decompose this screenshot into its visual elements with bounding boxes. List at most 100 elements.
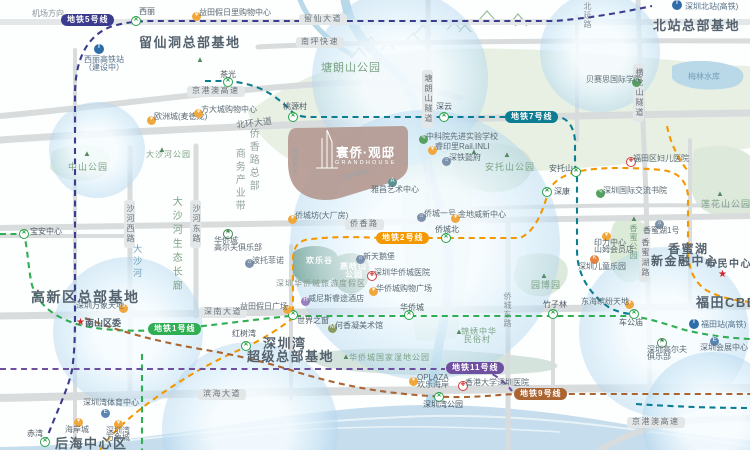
metro-station-icon: ✕ bbox=[19, 229, 29, 239]
poi-icon-res: ⌂ bbox=[417, 213, 426, 222]
poi-label: 印力中心 bbox=[594, 238, 626, 247]
vertical-text-label: 北延路 bbox=[582, 2, 592, 29]
vertical-text-label: 大沙河生态长廊 bbox=[170, 196, 182, 294]
poi-icon-shop: ¥ bbox=[114, 420, 123, 429]
region-label: 香蜜湖 bbox=[668, 242, 709, 256]
park-label: 大沙河公园 bbox=[146, 150, 191, 159]
poi-label: 高尔夫俱乐部 bbox=[214, 243, 262, 252]
tree-icon: ▲ bbox=[455, 327, 463, 336]
poi-label: 益田假日广场 bbox=[240, 302, 288, 311]
poi-label: 新天鹅堡 bbox=[363, 252, 395, 261]
metro-station-label: 侨城北 bbox=[435, 225, 459, 234]
star-icon: ★ bbox=[76, 317, 85, 328]
tree-icon: ▲ bbox=[630, 214, 638, 223]
metro-line-coastal-stub bbox=[635, 402, 750, 410]
road-label: 滨海大道 bbox=[198, 389, 246, 400]
park-label: 深圳华侨城旅游度假区 bbox=[276, 279, 366, 288]
water-label: 梅林水库 bbox=[688, 72, 720, 81]
poi-icon-school: ✎ bbox=[596, 189, 605, 198]
metro-line-7 bbox=[205, 79, 635, 316]
poi-label: 深圳万象天地 bbox=[76, 301, 124, 310]
poi-icon-hosp: ✚ bbox=[367, 271, 377, 281]
metro-station-icon: ✕ bbox=[223, 77, 233, 87]
poi-icon-res: ⌂ bbox=[442, 157, 451, 166]
poi-label: OPLAZA bbox=[417, 373, 449, 382]
rail-station-label: 深圳北站(高铁) bbox=[685, 2, 739, 11]
rail-station-icon: T bbox=[94, 44, 104, 54]
poi-icon-shop: ¥ bbox=[369, 287, 378, 296]
poi-icon-res: ⌂ bbox=[655, 220, 664, 229]
region-label: 市民中心 bbox=[706, 259, 750, 270]
poi-label: 山姆会员店 bbox=[594, 245, 634, 254]
region-label: 机场方向 bbox=[32, 9, 64, 18]
poi-label: 睿印里Rail.INLI bbox=[435, 142, 490, 151]
poi-label: 深铁懿府 bbox=[449, 153, 481, 162]
tree-icon: ▲ bbox=[716, 189, 724, 198]
metro-line-label: 地铁11号线 bbox=[446, 362, 505, 374]
metro-line-9 bbox=[84, 317, 750, 399]
park-label: 塘朗山公园 bbox=[321, 62, 381, 74]
poi-label: 威尼斯睿途酒店 bbox=[308, 294, 364, 303]
region-label: 超级总部基地 bbox=[247, 349, 335, 364]
poi-icon-golf: ⚑ bbox=[657, 338, 667, 348]
vertical-text-label: 商务产业带 bbox=[233, 148, 245, 213]
poi-icon-shop: ¥ bbox=[428, 146, 437, 155]
property-name: 寰侨·观邸 bbox=[336, 146, 396, 160]
poi-label: 福田区妇儿医院 bbox=[633, 154, 689, 163]
metro-station-icon: ✕ bbox=[548, 309, 558, 319]
poi-label: 香港大学深圳医院 bbox=[465, 378, 529, 387]
park-label-white: 公园 bbox=[345, 270, 363, 279]
metro-station-icon: ✕ bbox=[131, 16, 141, 26]
poi-icon-shop: ¥ bbox=[602, 232, 611, 241]
property-building-icon bbox=[316, 129, 338, 169]
road-label: 深南大道 bbox=[199, 307, 247, 318]
poi-icon-shop: ¥ bbox=[74, 418, 83, 427]
poi-icon-shop: ¥ bbox=[625, 300, 634, 309]
metro-line-label: 地铁5号线 bbox=[61, 14, 115, 26]
poi-label: 深圳华侨城医院 bbox=[374, 268, 430, 277]
poi-icon-hotel: H bbox=[301, 297, 310, 306]
poi-label: 雅昌艺术中心 bbox=[371, 185, 419, 194]
poi-icon-shop: ¥ bbox=[194, 109, 203, 118]
park-label: 安托山公园 bbox=[485, 162, 536, 172]
poi-icon-shop: ¥ bbox=[451, 214, 460, 223]
poi-label: 何香凝美术馆 bbox=[335, 321, 383, 330]
poi-label: 华侨城 bbox=[214, 236, 238, 245]
metro-station-label: 茶光 bbox=[220, 70, 236, 79]
metro-station-label: 宝安中心 bbox=[30, 227, 62, 236]
poi-icon-museum: M bbox=[328, 324, 337, 333]
poi-label: 方大城购物中心 bbox=[201, 105, 257, 114]
poi-label: 波托菲诺 bbox=[252, 256, 284, 265]
road-label: 侨香路 bbox=[345, 219, 384, 230]
poi-icon-school: ✎ bbox=[419, 135, 428, 144]
region-label: 高新区总部基地 bbox=[31, 289, 140, 305]
poi-label: 益田假日里购物中心 bbox=[199, 8, 271, 17]
metro-station-icon: ✕ bbox=[439, 112, 449, 122]
poi-icon-expo: E bbox=[101, 409, 110, 418]
poi-label: 深圳高尔夫 bbox=[647, 345, 687, 354]
poi-icon-shop: ¥ bbox=[147, 116, 156, 125]
poi-label: 贝赛思国际学院 bbox=[586, 75, 642, 84]
road-label-vertical: 香蜜湖路 bbox=[639, 234, 650, 282]
rail-station-label: 福田站(高铁) bbox=[701, 320, 747, 329]
rail-station-icon: T bbox=[689, 319, 699, 329]
rail-station-icon: T bbox=[672, 0, 682, 10]
poi-label: 欧洲城(麦德龙) bbox=[154, 112, 208, 121]
metro-station-icon: ✕ bbox=[571, 167, 581, 177]
poi-label: 深圳儿童乐园 bbox=[578, 262, 626, 271]
metro-line-label: 地铁1号线 bbox=[148, 323, 202, 335]
metro-line-2-north-stub bbox=[665, 125, 688, 171]
park-label: 园博园 bbox=[531, 280, 562, 290]
region-label: 后海中心区 bbox=[55, 436, 128, 450]
rail-station-label: （建设中） bbox=[84, 63, 124, 72]
metro-line-label: 地铁7号线 bbox=[505, 111, 559, 123]
metro-line-label: 地铁2号线 bbox=[376, 232, 430, 244]
poi-icon-expo: E bbox=[710, 337, 719, 346]
poi-label: 华侨城购物广场 bbox=[376, 284, 432, 293]
metro-station-icon: ✕ bbox=[441, 233, 451, 243]
metro-station-label: 竹子林 bbox=[543, 300, 567, 309]
poi-label: 侨城一号 bbox=[424, 209, 456, 218]
vertical-text-label: 侨香路总部 bbox=[247, 128, 259, 193]
poi-icon-hosp: ✚ bbox=[626, 157, 636, 167]
tree-icon: ▲ bbox=[196, 55, 204, 64]
